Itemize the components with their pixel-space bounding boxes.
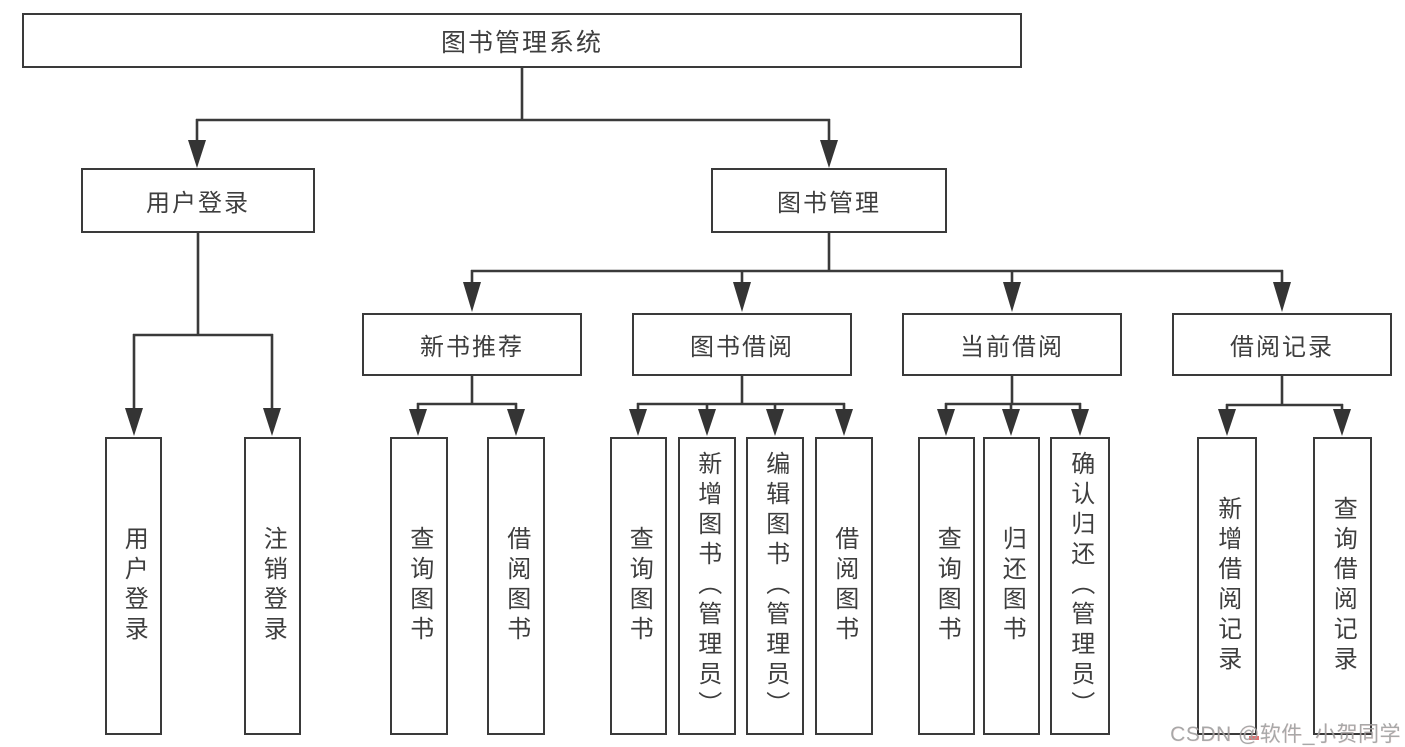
arrowhead-down-icon [1003, 282, 1021, 312]
arrowhead-down-icon [629, 409, 647, 436]
node-label: 编辑图书（管理员） [761, 451, 789, 721]
node-user-login: 用户登录 [81, 168, 315, 233]
connector-user-login-split [125, 232, 281, 436]
node-label: 借阅图书 [830, 526, 858, 646]
node-label: 图书借阅 [690, 334, 794, 361]
node-label: 新增借阅记录 [1213, 496, 1241, 676]
leaf-query-books-current: 查询图书 [918, 437, 975, 735]
arrowhead-down-icon [463, 282, 481, 312]
node-book-borrowing: 图书借阅 [632, 313, 852, 376]
arrowhead-down-icon [507, 409, 525, 436]
connector-current-borrowing-split [937, 375, 1089, 436]
connector-borrowing-records-split [1218, 375, 1351, 436]
leaf-edit-book-admin: 编辑图书（管理员） [746, 437, 804, 735]
watermark: CSDN @软件_小贺同学 [1170, 723, 1401, 746]
leaf-logout: 注销登录 [244, 437, 301, 735]
node-borrowing-records: 借阅记录 [1172, 313, 1392, 376]
arrowhead-down-icon [937, 409, 955, 436]
arrowhead-down-icon [835, 409, 853, 436]
leaf-return-book: 归还图书 [983, 437, 1040, 735]
arrowhead-down-icon [766, 409, 784, 436]
arrowhead-down-icon [188, 140, 206, 168]
node-label: 新书推荐 [420, 334, 524, 361]
arrowhead-down-icon [1273, 282, 1291, 312]
arrowhead-down-icon [409, 409, 427, 436]
leaf-add-borrow-record: 新增借阅记录 [1197, 437, 1257, 735]
node-label: 查询图书 [933, 526, 961, 646]
connector-book-borrowing-split [629, 375, 853, 436]
leaf-query-borrow-record: 查询借阅记录 [1313, 437, 1372, 735]
node-book-management: 图书管理 [711, 168, 947, 233]
arrowhead-down-icon [1333, 409, 1351, 436]
leaf-borrow-books-new: 借阅图书 [487, 437, 545, 735]
arrowhead-down-icon [1002, 409, 1020, 436]
node-label: 借阅图书 [502, 526, 530, 646]
node-label: 确认归还（管理员） [1066, 451, 1094, 721]
node-label: 当前借阅 [960, 334, 1064, 361]
leaf-user-login: 用户登录 [105, 437, 162, 735]
arrowhead-down-icon [1218, 409, 1236, 436]
node-label: 注销登录 [259, 526, 287, 646]
node-library-system: 图书管理系统 [22, 13, 1022, 68]
arrowhead-down-icon [698, 409, 716, 436]
arrowhead-down-icon [125, 408, 143, 436]
leaf-query-books-new: 查询图书 [390, 437, 448, 735]
arrowhead-down-icon [733, 282, 751, 312]
node-label: 归还图书 [998, 526, 1026, 646]
connector-new-books-split [409, 375, 525, 436]
leaf-confirm-return-admin: 确认归还（管理员） [1050, 437, 1110, 735]
node-label: 新增图书（管理员） [693, 451, 721, 721]
leaf-query-books-borrow: 查询图书 [610, 437, 667, 735]
leaf-borrow-books: 借阅图书 [815, 437, 873, 735]
connector-root-split [188, 67, 838, 168]
node-current-borrowing: 当前借阅 [902, 313, 1122, 376]
node-label: 图书管理系统 [440, 28, 603, 57]
leaf-add-book-admin: 新增图书（管理员） [678, 437, 736, 735]
node-label: 查询图书 [405, 526, 433, 646]
node-label: 借阅记录 [1230, 334, 1334, 361]
connector-book-management-split [463, 232, 1291, 312]
node-label: 查询借阅记录 [1329, 496, 1357, 676]
node-label: 用户登录 [146, 190, 250, 217]
arrowhead-down-icon [820, 140, 838, 168]
node-label: 查询图书 [625, 526, 653, 646]
node-label: 用户登录 [120, 526, 148, 646]
watermark-red-dash [1249, 736, 1259, 740]
arrowhead-down-icon [1071, 409, 1089, 436]
node-label: 图书管理 [777, 190, 881, 217]
node-new-book-recommendation: 新书推荐 [362, 313, 582, 376]
arrowhead-down-icon [263, 408, 281, 436]
